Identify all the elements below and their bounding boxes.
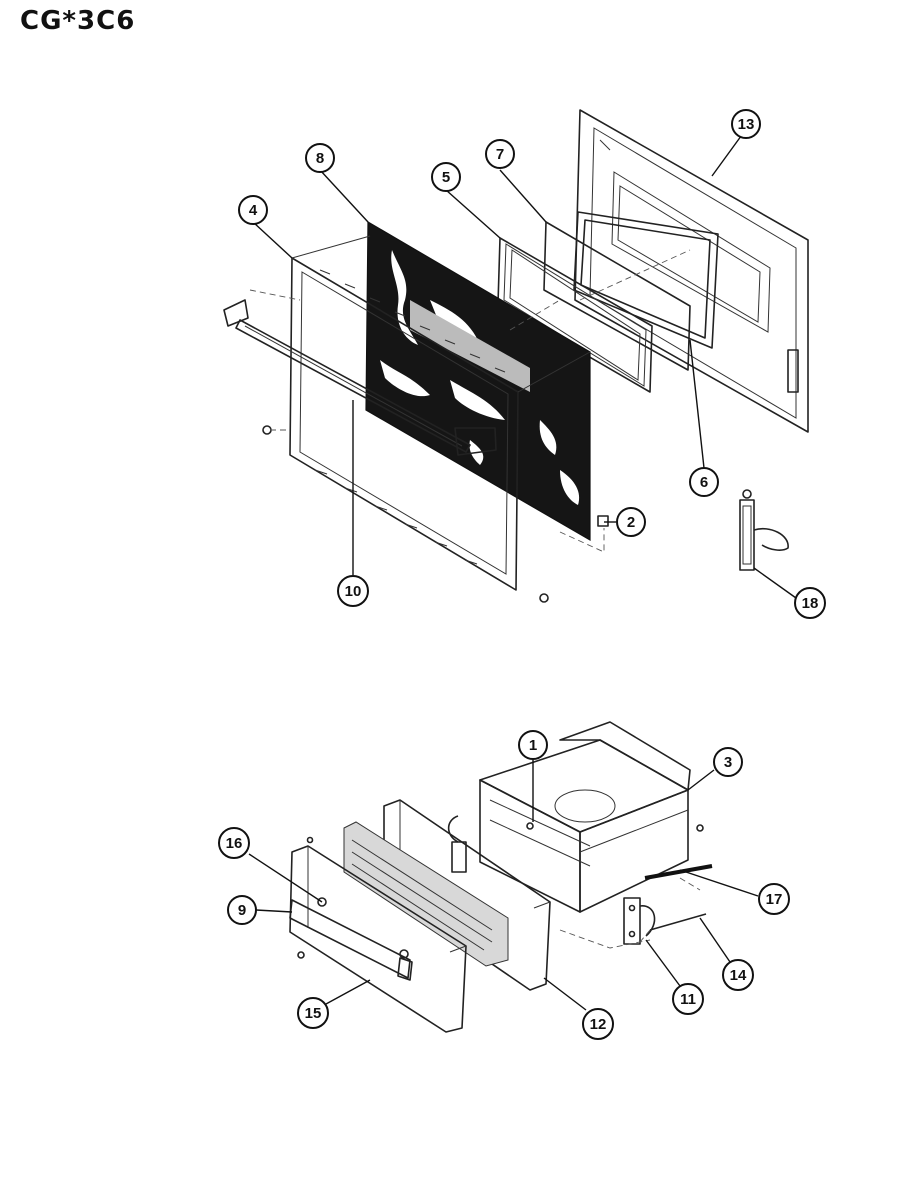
door-handle-10: [223, 299, 497, 456]
rod-17: [644, 864, 713, 880]
svg-text:5: 5: [442, 169, 450, 186]
slide-bracket-11: [623, 897, 656, 945]
callout-18: 18: [794, 587, 826, 619]
door-hinge-18: [739, 489, 789, 571]
callout-13: 13: [731, 109, 761, 139]
svg-text:13: 13: [738, 116, 755, 133]
svg-text:17: 17: [766, 891, 783, 908]
callout-6: 6: [689, 467, 719, 497]
fasteners-16: [297, 822, 704, 959]
svg-text:18: 18: [802, 595, 819, 612]
callout-11: 11: [672, 983, 704, 1015]
callout-14: 14: [722, 959, 754, 991]
callout-4: 4: [238, 195, 268, 225]
outer-glass-8: [365, 220, 591, 542]
callout-15: 15: [297, 997, 329, 1029]
svg-text:4: 4: [249, 202, 258, 219]
alignment-lines-upper: [249, 249, 691, 553]
callout-1: 1: [518, 730, 548, 760]
callout-7: 7: [485, 139, 515, 169]
callout-2: 2: [616, 507, 646, 537]
svg-text:1: 1: [529, 737, 537, 754]
alignment-lines-lower: [559, 877, 701, 949]
leader-lines: [248, 131, 797, 1011]
drawer-body-3: [447, 721, 691, 913]
callout-3: 3: [713, 747, 743, 777]
svg-text:16: 16: [226, 835, 243, 852]
model-title: CG*3C6: [20, 6, 136, 36]
svg-text:2: 2: [627, 514, 635, 531]
drawer-front-outer-15: [289, 845, 467, 1033]
callout-16: 16: [218, 827, 250, 859]
svg-text:11: 11: [680, 991, 696, 1008]
door-frame-4: [289, 235, 591, 591]
svg-text:3: 3: [724, 754, 732, 771]
svg-text:15: 15: [305, 1005, 322, 1022]
svg-text:12: 12: [590, 1016, 607, 1033]
door-liner-13: [574, 109, 809, 433]
door-gasket-6: [573, 211, 719, 349]
glass-pack-5: [497, 237, 653, 393]
svg-text:7: 7: [496, 146, 504, 163]
callout-17: 17: [758, 883, 790, 915]
svg-text:6: 6: [700, 474, 708, 491]
svg-text:10: 10: [345, 583, 362, 600]
callout-9: 9: [227, 895, 257, 925]
svg-text:9: 9: [238, 902, 246, 919]
svg-text:8: 8: [316, 150, 324, 167]
callout-8: 8: [305, 143, 335, 173]
callout-5: 5: [431, 162, 461, 192]
pin-14: [649, 913, 707, 931]
callout-10: 10: [337, 575, 369, 607]
callout-12: 12: [582, 1008, 614, 1040]
svg-text:14: 14: [730, 967, 747, 984]
insulation-pad: [343, 821, 509, 967]
